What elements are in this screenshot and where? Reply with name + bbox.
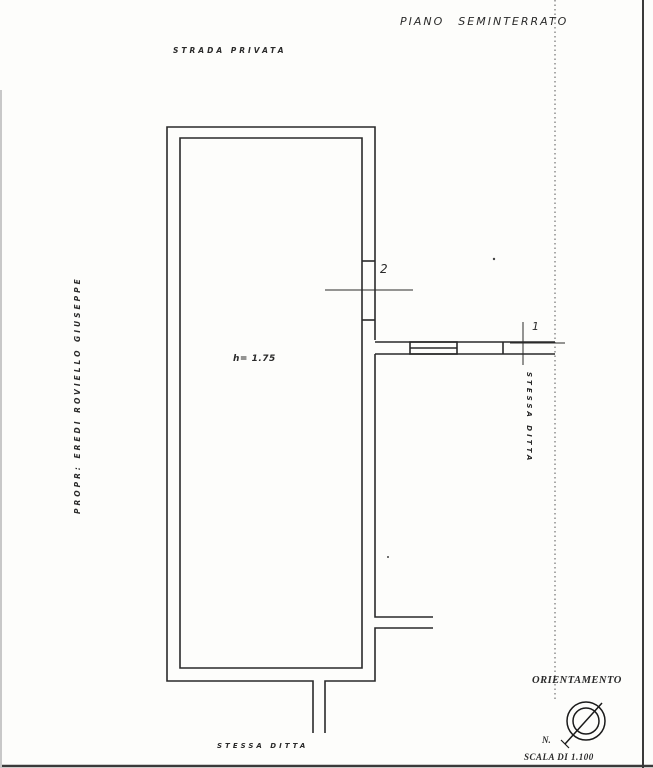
walls: [166, 126, 555, 733]
adjacent-owner-right-label: STESSA DITTA: [525, 372, 533, 464]
room-height-label: h= 1.75: [233, 354, 276, 364]
section-marker-2: 2: [380, 262, 388, 276]
compass-icon: [560, 701, 606, 749]
outer-wall: [166, 126, 376, 733]
property-owner-label: PROPR: EREDI ROVIELLO GIUSEPPE: [73, 276, 82, 514]
title-level: SEMINTERRATO: [458, 15, 569, 28]
inner-wall: [179, 137, 363, 669]
adjacent-owner-bottom-label: STESSA DITTA: [217, 742, 309, 750]
title-floor: PIANO: [400, 15, 445, 28]
outer-wall-lower-right: [324, 627, 433, 733]
corridor-wall: [374, 354, 433, 618]
drawing-title: PIANO SEMINTERRATO: [400, 15, 582, 28]
north-label: N.: [542, 735, 551, 745]
street-label: STRADA PRIVATA: [173, 46, 287, 55]
scale-label: SCALA DI 1.100: [524, 752, 594, 762]
section-marker-1: 1: [532, 320, 539, 333]
orientation-label: ORIENTAMENTO: [532, 675, 622, 686]
